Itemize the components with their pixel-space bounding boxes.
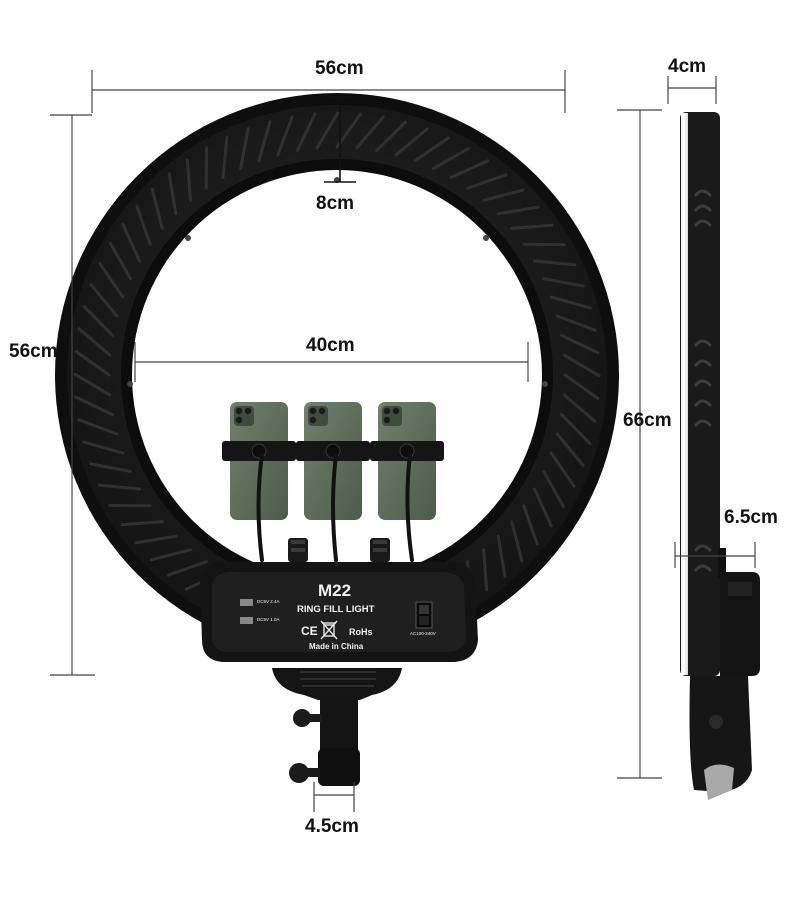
ridge <box>482 188 525 202</box>
ridge <box>89 283 119 318</box>
ridge <box>466 173 508 190</box>
dim-ring-height: 56cm <box>9 341 58 362</box>
knob-icon[interactable] <box>293 709 311 727</box>
ridge <box>77 418 119 436</box>
usb-port-icon[interactable] <box>240 617 253 624</box>
dim-total-height: 66cm <box>623 410 672 431</box>
screw <box>542 381 548 387</box>
ridge <box>413 136 450 163</box>
knob-icon[interactable] <box>288 538 308 562</box>
dim-side-depth: 4cm <box>668 56 707 77</box>
ridge <box>73 372 112 397</box>
ridge <box>77 327 112 357</box>
power-switch-icon[interactable] <box>415 601 433 629</box>
ridge <box>120 520 164 527</box>
ridge <box>98 262 125 299</box>
screw <box>185 235 191 241</box>
ridge <box>496 534 507 578</box>
ridge <box>555 432 585 467</box>
ridge <box>82 305 114 337</box>
ridge <box>150 187 164 230</box>
knob-icon[interactable] <box>370 538 390 562</box>
ridge <box>166 560 208 577</box>
ridge <box>89 462 132 473</box>
ridge <box>134 534 178 545</box>
phone-holders <box>222 402 444 520</box>
side-vents <box>694 189 712 572</box>
hub-cert-rohs: RoHs <box>349 627 373 637</box>
phone-clip-icon[interactable] <box>370 402 444 520</box>
ridge <box>533 259 577 267</box>
ridge <box>449 159 490 179</box>
ridge <box>257 120 272 163</box>
gooseneck-arms <box>256 453 414 562</box>
ridge <box>431 147 471 170</box>
hub-model: M22 <box>318 581 352 600</box>
ridge <box>149 548 192 562</box>
ridge <box>496 205 540 216</box>
ridge <box>555 314 597 332</box>
ridge <box>335 112 362 149</box>
ridge <box>121 222 141 263</box>
screw <box>483 235 489 241</box>
dim-mount-depth: 6.5cm <box>724 507 778 528</box>
ridge <box>549 295 592 310</box>
dim-ring-band: 8cm <box>316 193 355 214</box>
dim-ring-width: 56cm <box>315 58 364 79</box>
ridge <box>167 172 178 216</box>
mount-bracket <box>272 668 402 786</box>
ridge <box>533 487 553 528</box>
phone-clip-icon[interactable] <box>222 402 296 520</box>
ridge <box>82 440 125 455</box>
ridge <box>276 115 294 157</box>
hub-power: AC100-240V <box>410 631 436 636</box>
ridge <box>221 135 229 179</box>
hub-product: RING FILL LIGHT <box>297 604 375 615</box>
ridge <box>315 111 340 150</box>
ridge <box>355 115 385 150</box>
ridge <box>74 350 111 377</box>
knob-icon[interactable] <box>709 715 723 729</box>
control-hub <box>200 561 478 662</box>
hub-cert-ce: CE <box>301 624 318 638</box>
phone-clip-icon[interactable] <box>296 402 370 520</box>
ridge <box>560 333 600 355</box>
ridge <box>562 353 601 378</box>
ridge <box>510 223 554 230</box>
ridge <box>522 504 539 546</box>
ridge <box>185 158 192 202</box>
ridge <box>394 127 429 157</box>
ridge <box>563 373 600 400</box>
ridge <box>74 395 114 417</box>
ring-light-side <box>680 112 760 800</box>
screw <box>127 381 133 387</box>
hub-origin: Made in China <box>309 642 364 651</box>
ridge <box>549 451 576 488</box>
ridge <box>510 520 524 563</box>
ridge <box>560 413 592 445</box>
ridge <box>239 127 250 170</box>
dim-inner-diameter: 40cm <box>306 335 355 356</box>
ridge <box>542 277 585 288</box>
usb-port-icon[interactable] <box>240 599 253 606</box>
hub-usb2: DC5V 1.0A <box>257 617 280 622</box>
ridge <box>135 204 152 246</box>
ridge <box>97 483 141 491</box>
ridge <box>562 393 597 423</box>
ridge <box>109 241 132 281</box>
ridge <box>295 112 317 152</box>
dimension-lines <box>50 70 756 812</box>
ridge <box>482 548 489 592</box>
hub-usb1: DC5V 2.4A <box>257 599 280 604</box>
dim-mount-width: 4.5cm <box>305 816 359 837</box>
ridge <box>375 120 407 152</box>
weee-bin-icon <box>320 620 338 640</box>
ridge <box>542 469 565 509</box>
